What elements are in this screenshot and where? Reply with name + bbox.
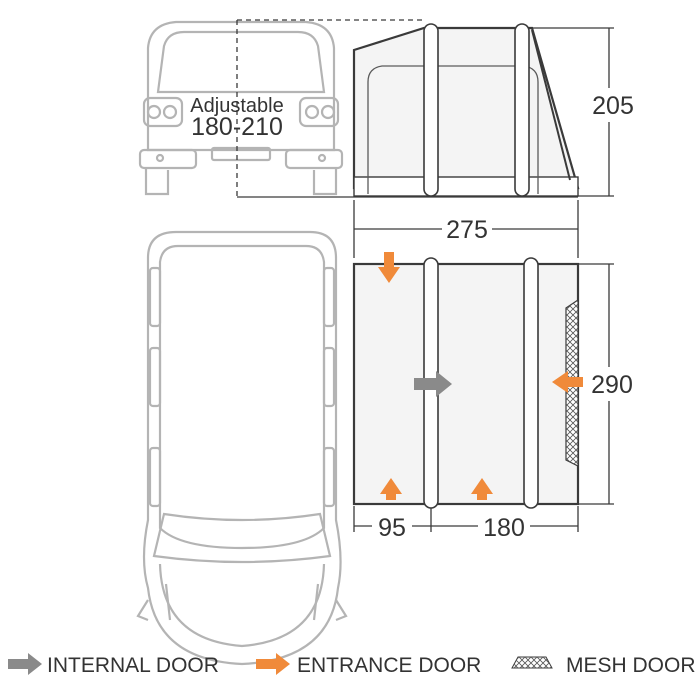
awning-front-elevation [352,23,580,197]
mesh-door-legend-icon [511,656,553,669]
mesh-door-legend-label: MESH DOOR [566,654,696,677]
adjustable-range-label: 180-210 [191,113,283,141]
depth-label: 290 [591,371,633,399]
internal-door-legend-label: INTERNAL DOOR [47,654,219,677]
entrance-door-arrow-bottom-left [380,478,402,500]
vehicle-front-view [138,20,344,196]
vehicle-top-view [136,230,348,666]
internal-door-legend-icon [8,653,42,675]
adjustable-height-frame [236,19,578,198]
depth-label-bg [588,367,636,401]
left-section-label: 95 [378,514,406,542]
adjustable-label: Adjustable [190,95,283,117]
right-section-label-bg [478,512,530,542]
height-label: 205 [592,92,634,120]
legend: INTERNAL DOOR ENTRANCE DOOR MESH DOOR [8,653,696,677]
width-label-bg [442,213,492,243]
width-label: 275 [446,216,488,244]
awning-plan-view [352,257,580,509]
entrance-door-legend-icon [256,653,290,675]
internal-door-arrow [414,371,452,397]
left-section-label-bg [372,512,412,542]
entrance-door-arrow-side [552,371,583,393]
right-section-label: 180 [483,514,525,542]
entrance-door-arrow-bottom-right [471,478,493,500]
entrance-door-legend-label: ENTRANCE DOOR [297,654,481,677]
entrance-door-arrow-top [378,252,400,283]
height-label-bg [590,88,636,122]
